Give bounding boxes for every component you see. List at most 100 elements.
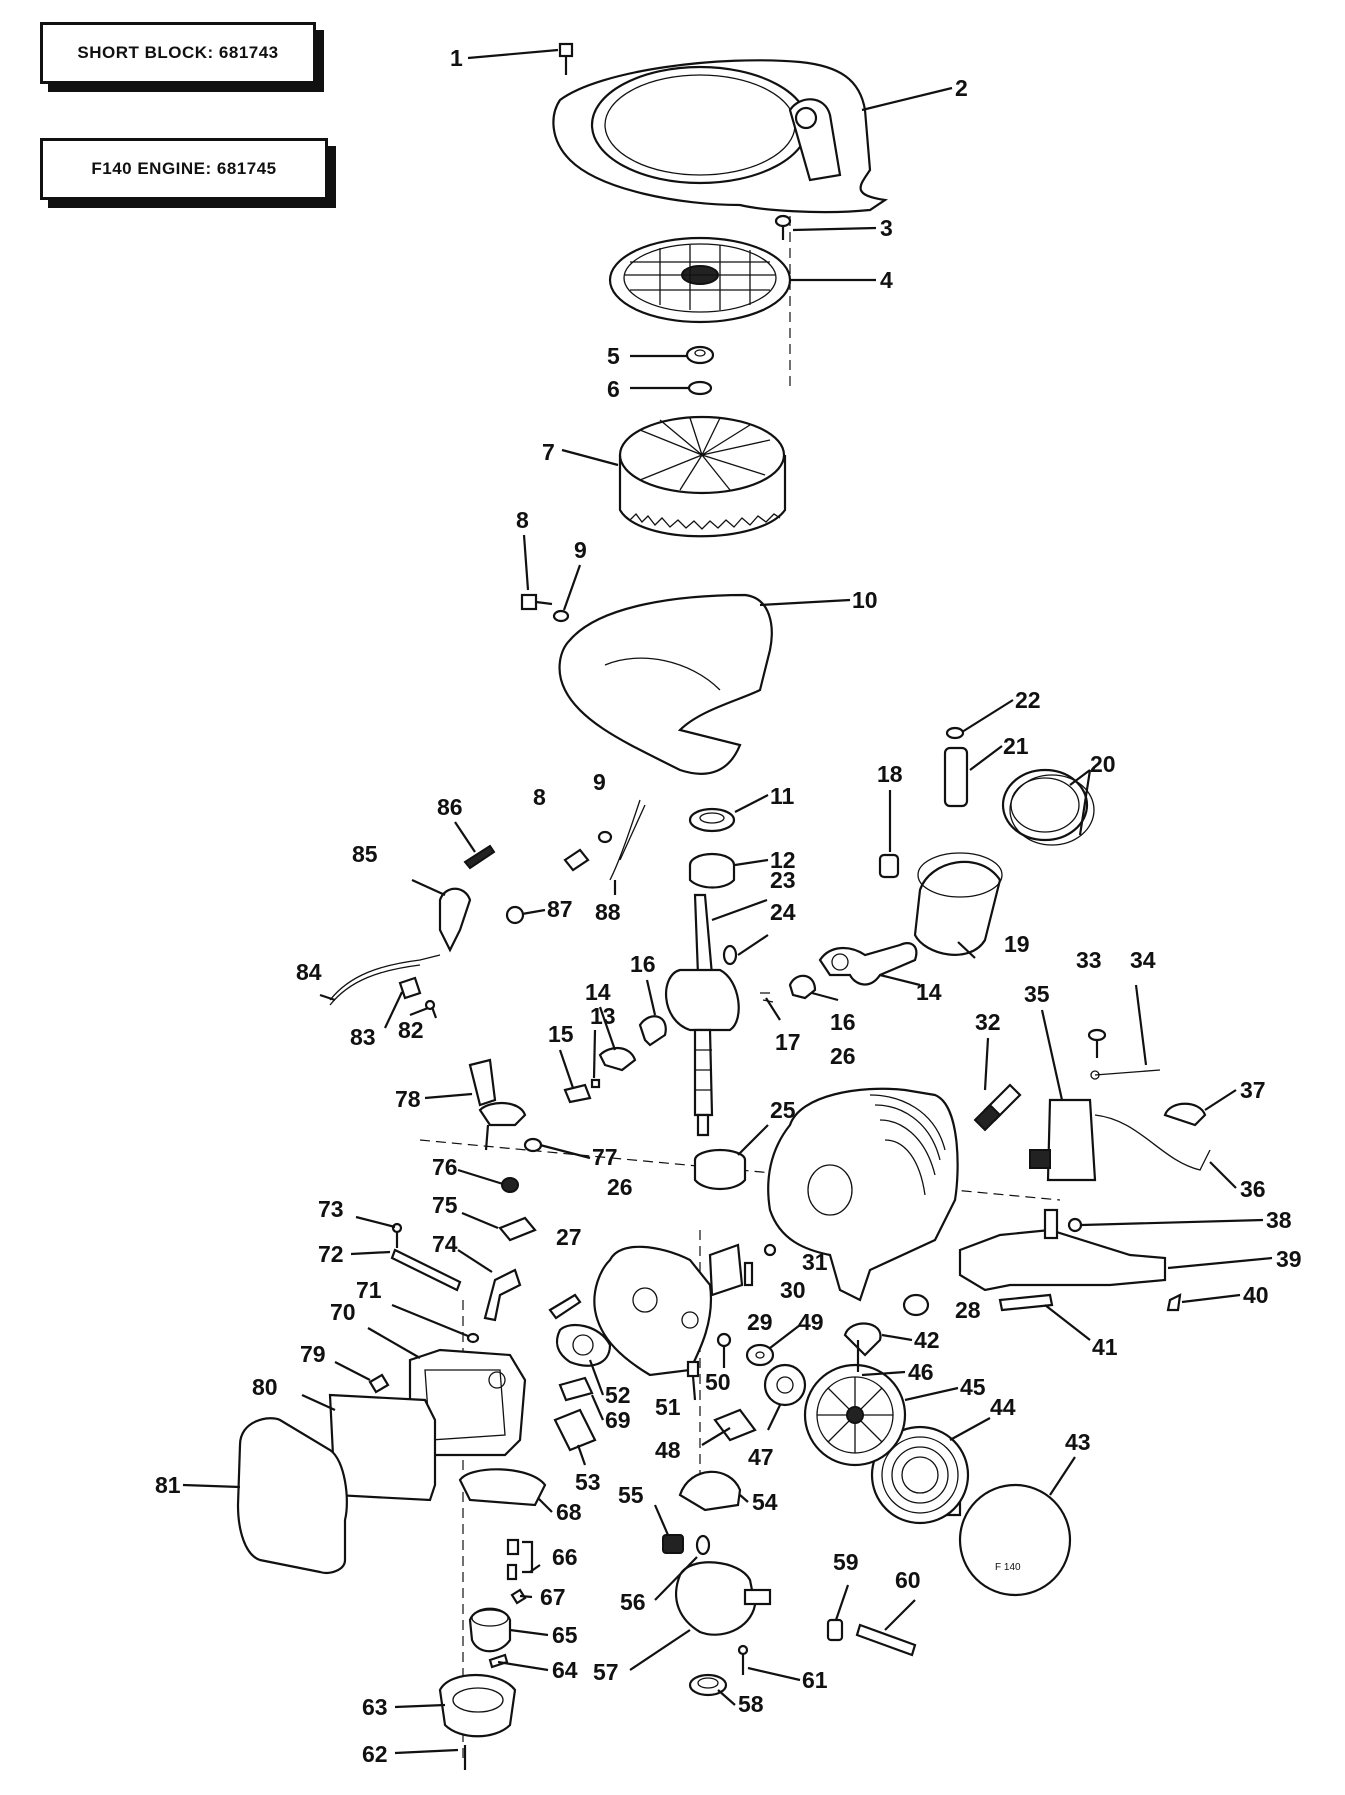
callout-1: 1 xyxy=(450,45,463,71)
callout-40: 40 xyxy=(1243,1282,1269,1308)
washer-6 xyxy=(687,380,713,396)
flywheel xyxy=(618,415,787,538)
screw-79 xyxy=(368,1373,390,1394)
tube-69 xyxy=(558,1376,594,1402)
callout-50: 50 xyxy=(705,1369,731,1395)
screw-33 xyxy=(1087,1028,1107,1058)
seal-58 xyxy=(688,1673,728,1697)
engine-part-label: F140 ENGINE: 681745 xyxy=(40,138,328,200)
callout-2: 2 xyxy=(955,75,968,101)
callout-78: 78 xyxy=(395,1086,421,1112)
callout-15: 15 xyxy=(548,1021,574,1047)
screw-41 xyxy=(998,1293,1054,1312)
pawl-42 xyxy=(843,1322,882,1357)
callout-61: 61 xyxy=(802,1667,828,1693)
nut-76 xyxy=(501,1177,519,1193)
callout-88: 88 xyxy=(595,899,621,925)
callout-73: 73 xyxy=(318,1196,344,1222)
callout-21: 21 xyxy=(1003,733,1029,759)
governor-arm-85 xyxy=(438,887,472,953)
throttle-rod-72 xyxy=(390,1248,462,1292)
callout-numbers: 1 2 3 4 5 6 7 8 9 10 11 12 13 14 14 15 1… xyxy=(155,45,1302,1767)
housing-label: F 140 xyxy=(995,1562,1021,1573)
spark-boot-37 xyxy=(1163,1102,1207,1127)
starter-housing: F 140 xyxy=(938,1483,1072,1597)
spring-clip-48 xyxy=(713,1408,757,1442)
short-block-label: SHORT BLOCK: 681743 xyxy=(40,22,316,84)
filter-55 xyxy=(662,1534,684,1554)
callout-54: 54 xyxy=(752,1489,778,1515)
screw-1 xyxy=(558,42,574,75)
blower-housing xyxy=(552,59,889,214)
callout-14-left: 14 xyxy=(585,979,611,1005)
callout-81: 81 xyxy=(155,1472,181,1498)
seal-56 xyxy=(695,1534,711,1556)
callout-66: 66 xyxy=(552,1544,578,1570)
ground-wire-34 xyxy=(1090,1069,1161,1080)
seal-11 xyxy=(688,807,736,833)
callout-70: 70 xyxy=(330,1299,356,1325)
screw-71 xyxy=(466,1332,480,1344)
gasket-68 xyxy=(458,1468,547,1507)
leader-lines xyxy=(182,48,1273,1755)
bolt-8 xyxy=(520,593,553,611)
wrist-pin xyxy=(943,746,969,808)
callout-14-right: 14 xyxy=(916,979,942,1005)
callout-19: 19 xyxy=(1004,931,1030,957)
fuel-pump xyxy=(675,1561,772,1636)
callout-76: 76 xyxy=(432,1154,458,1180)
piston xyxy=(913,852,1003,956)
plug-51 xyxy=(686,1360,700,1378)
callout-49: 49 xyxy=(798,1309,824,1335)
callout-53: 53 xyxy=(575,1469,601,1495)
gasket-54 xyxy=(678,1470,742,1512)
callout-68: 68 xyxy=(556,1499,582,1525)
callout-71: 71 xyxy=(356,1277,382,1303)
callout-41: 41 xyxy=(1092,1334,1118,1360)
float-bowl xyxy=(438,1673,517,1738)
screw-73 xyxy=(391,1222,403,1248)
callout-33: 33 xyxy=(1076,947,1102,973)
screw-31 xyxy=(763,1243,777,1257)
callout-10: 10 xyxy=(852,587,878,613)
callout-20: 20 xyxy=(1090,751,1116,777)
callout-6: 6 xyxy=(607,376,620,402)
callout-16-left: 16 xyxy=(630,951,656,977)
clip-40 xyxy=(1166,1293,1182,1312)
callout-48: 48 xyxy=(655,1437,681,1463)
bearing-half-16 xyxy=(638,1015,667,1047)
callout-77: 77 xyxy=(592,1144,618,1170)
bearing-half-16-right xyxy=(788,974,817,1000)
callout-9: 9 xyxy=(574,537,587,563)
screw-82 xyxy=(424,999,438,1019)
callout-83: 83 xyxy=(350,1024,376,1050)
callout-84: 84 xyxy=(296,959,322,985)
callout-87: 87 xyxy=(547,896,573,922)
cylinder-block xyxy=(767,1087,959,1302)
callout-52: 52 xyxy=(605,1382,631,1408)
crankshaft xyxy=(665,893,740,1137)
callout-30: 30 xyxy=(780,1277,806,1303)
screw-87 xyxy=(505,905,525,925)
gasket-30 xyxy=(743,1261,754,1287)
callout-28: 28 xyxy=(955,1297,981,1323)
callout-11: 11 xyxy=(770,783,795,809)
rod-cap-14 xyxy=(598,1047,637,1072)
callout-36: 36 xyxy=(1240,1176,1266,1202)
callout-74: 74 xyxy=(432,1231,458,1257)
callout-26-left: 26 xyxy=(607,1174,633,1200)
callout-9-lower: 9 xyxy=(593,769,606,795)
callout-34: 34 xyxy=(1130,947,1156,973)
callout-79: 79 xyxy=(300,1341,326,1367)
callout-55: 55 xyxy=(618,1482,644,1508)
callout-23: 23 xyxy=(770,867,796,893)
spark-plug xyxy=(973,1083,1022,1132)
callout-8-lower: 8 xyxy=(533,784,546,810)
callout-8: 8 xyxy=(516,507,529,533)
callout-44: 44 xyxy=(990,1394,1016,1420)
callout-38: 38 xyxy=(1266,1207,1292,1233)
callout-35: 35 xyxy=(1024,981,1050,1007)
screw-50 xyxy=(716,1332,732,1348)
clip-83 xyxy=(398,976,422,1000)
